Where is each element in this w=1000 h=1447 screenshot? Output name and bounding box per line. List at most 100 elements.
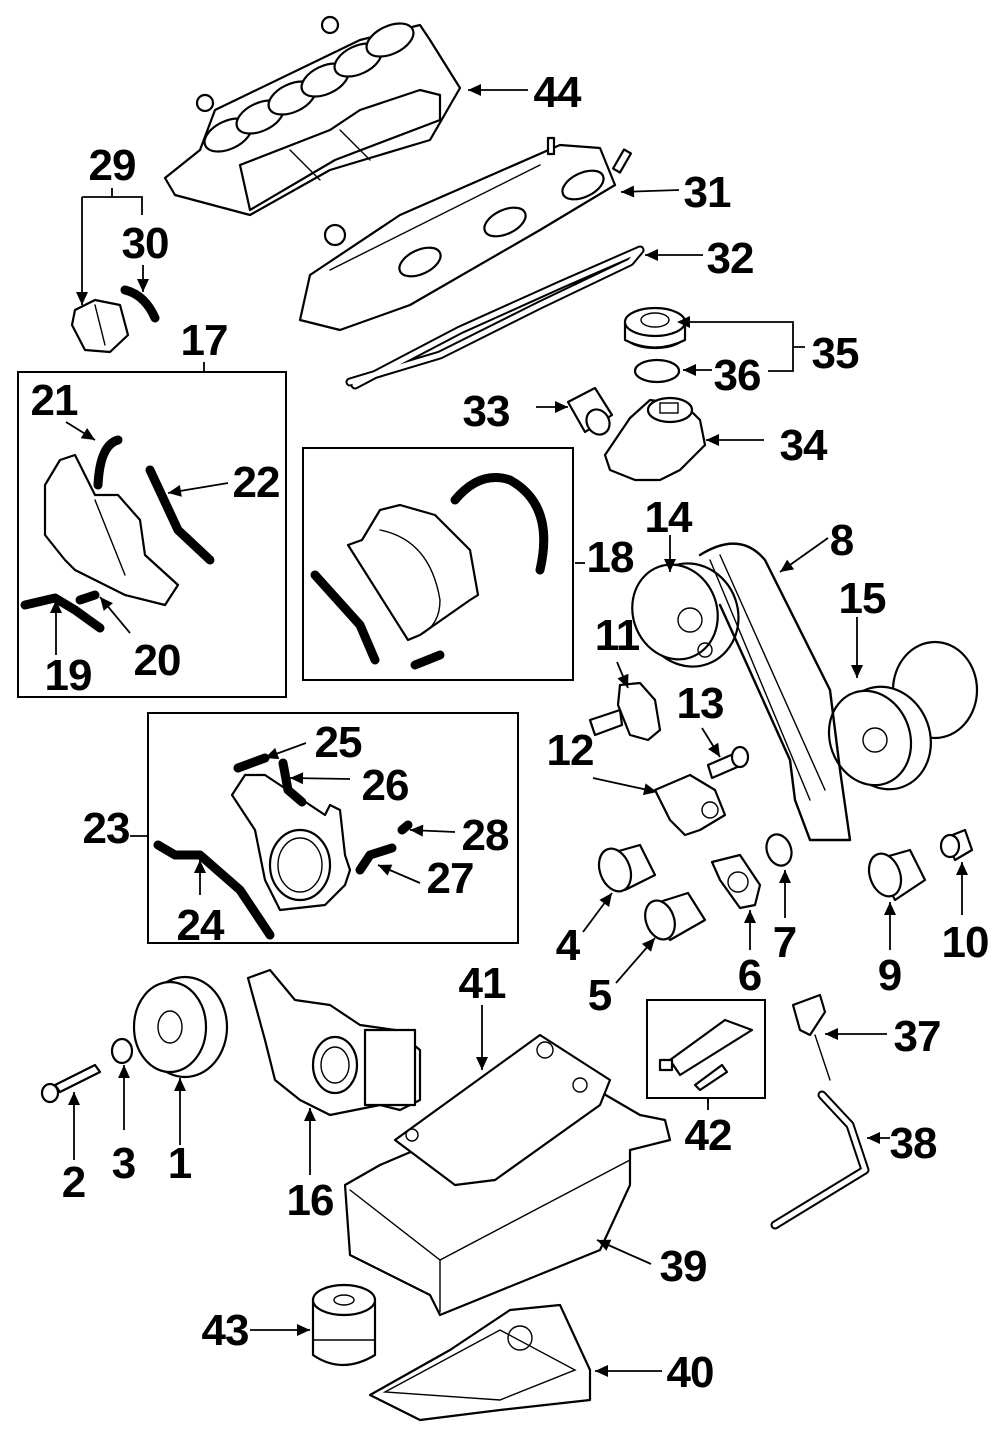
seal-26-part[interactable] [278, 758, 307, 807]
valve-cover-gasket-part[interactable] [345, 245, 645, 390]
callout-11[interactable]: 11 [595, 611, 641, 660]
crank-position-plate-part[interactable] [710, 853, 762, 910]
arrowhead-25 [265, 747, 280, 760]
arrowhead-43 [297, 1324, 310, 1336]
crankshaft-pulley-part[interactable] [132, 975, 229, 1079]
callout-7[interactable]: 7 [773, 918, 797, 967]
timing-belt-part[interactable] [698, 542, 852, 842]
intake-manifold-part[interactable] [163, 15, 462, 217]
callout-9[interactable]: 9 [878, 951, 902, 1000]
tensioner-bracket-part[interactable] [653, 773, 727, 837]
arrowhead-21 [80, 428, 95, 440]
callout-3[interactable]: 3 [112, 1139, 136, 1188]
callout-37[interactable]: 37 [894, 1012, 942, 1061]
callout-2[interactable]: 2 [62, 1158, 86, 1207]
seal-strip-25-part[interactable] [233, 753, 270, 773]
oil-filler-cap-part[interactable] [623, 306, 687, 350]
callout-33[interactable]: 33 [463, 387, 511, 436]
side-seal-22-part[interactable] [145, 465, 215, 565]
gasket-strip-20-part[interactable] [75, 590, 100, 605]
upper-timing-cover-part[interactable] [43, 453, 180, 607]
callout-36[interactable]: 36 [714, 351, 762, 400]
callout-30[interactable]: 30 [122, 219, 170, 268]
camshaft-sprocket-right-part[interactable] [816, 640, 979, 802]
callout-35[interactable]: 35 [812, 329, 860, 378]
lower-gasket-24-part[interactable] [153, 840, 275, 940]
callout-28[interactable]: 28 [462, 811, 510, 860]
arrowhead-10 [956, 862, 968, 875]
dipstick-tube-part[interactable] [770, 1090, 870, 1230]
bracket-35 [690, 321, 805, 372]
arrowhead-22 [168, 484, 182, 497]
callout-10[interactable]: 10 [942, 918, 990, 967]
callout-43[interactable]: 43 [202, 1306, 250, 1355]
callout-4[interactable]: 4 [556, 921, 581, 970]
timing-cover-gasket-part[interactable] [310, 570, 380, 665]
lower-oil-pan-part[interactable] [368, 1303, 592, 1422]
callout-32[interactable]: 32 [707, 234, 755, 283]
callout-34[interactable]: 34 [780, 421, 829, 470]
pulley-bolt-part[interactable] [40, 1063, 102, 1104]
callout-26[interactable]: 26 [362, 761, 410, 810]
callout-16[interactable]: 16 [287, 1176, 335, 1225]
callout-8[interactable]: 8 [830, 516, 854, 565]
cap-gasket-part[interactable] [633, 358, 681, 384]
callout-20[interactable]: 20 [134, 636, 182, 685]
timing-cover-part[interactable] [346, 503, 480, 642]
callout-40[interactable]: 40 [667, 1348, 715, 1397]
lower-timing-cover-part[interactable] [230, 773, 352, 912]
callout-22[interactable]: 22 [233, 458, 281, 507]
callout-19[interactable]: 19 [45, 651, 93, 700]
callout-15[interactable]: 15 [839, 574, 887, 623]
cover-gasket-19-part[interactable] [20, 593, 105, 633]
sensor-assembly-part[interactable] [70, 298, 130, 354]
callout-21[interactable]: 21 [31, 376, 79, 425]
auto-tensioner-part[interactable] [588, 681, 662, 742]
upper-seal-21-part[interactable] [93, 435, 123, 490]
timing-cover-seal-part[interactable] [450, 473, 549, 575]
tensioner-pulley-part[interactable] [863, 848, 927, 902]
arrowhead-16 [304, 1108, 316, 1121]
timing-cover-strip-part[interactable] [410, 650, 445, 670]
callout-17[interactable]: 17 [181, 316, 229, 365]
callout-18[interactable]: 18 [587, 533, 635, 582]
callout-42[interactable]: 42 [685, 1111, 733, 1160]
baffle-plate-part[interactable] [393, 1033, 612, 1187]
spacer-part[interactable] [939, 828, 974, 862]
arrowhead-35 [677, 316, 690, 328]
grommet-28-part[interactable] [397, 820, 413, 835]
callout-44[interactable]: 44 [534, 68, 583, 117]
oil-pump-part[interactable] [246, 968, 422, 1117]
callout-24[interactable]: 24 [177, 901, 226, 950]
callout-23[interactable]: 23 [83, 804, 131, 853]
seal-30-part[interactable] [120, 285, 160, 323]
sealant-kit-part[interactable] [658, 1018, 754, 1092]
spark-plug-tube-part[interactable] [566, 386, 614, 439]
callout-25[interactable]: 25 [315, 718, 363, 767]
arrowhead-4 [599, 893, 612, 908]
housing-part[interactable] [603, 396, 707, 482]
callout-1[interactable]: 1 [168, 1139, 192, 1188]
idler-pulley-part[interactable] [593, 843, 657, 896]
washer-part[interactable] [110, 1037, 134, 1065]
callout-13[interactable]: 13 [677, 679, 725, 728]
arrowhead-13 [708, 742, 720, 757]
dipstick-part[interactable] [791, 993, 831, 1081]
callout-12[interactable]: 12 [547, 726, 595, 775]
callout-41[interactable]: 41 [459, 959, 507, 1008]
callout-39[interactable]: 39 [660, 1242, 708, 1291]
camshaft-sprocket-left-part[interactable] [619, 550, 753, 681]
oil-seal-part[interactable] [762, 831, 795, 869]
callout-29[interactable]: 29 [89, 141, 137, 190]
crankshaft-sprocket-part[interactable] [640, 891, 707, 944]
callout-14[interactable]: 14 [645, 493, 694, 542]
callout-27[interactable]: 27 [427, 854, 475, 903]
seal-27-part[interactable] [355, 843, 397, 875]
callout-5[interactable]: 5 [588, 971, 612, 1020]
valve-cover-part[interactable] [298, 136, 633, 332]
callout-38[interactable]: 38 [890, 1119, 938, 1168]
callout-6[interactable]: 6 [738, 951, 762, 1000]
tensioner-bolt-part[interactable] [706, 745, 750, 780]
oil-filter-part[interactable] [311, 1283, 377, 1366]
callout-31[interactable]: 31 [684, 168, 732, 217]
